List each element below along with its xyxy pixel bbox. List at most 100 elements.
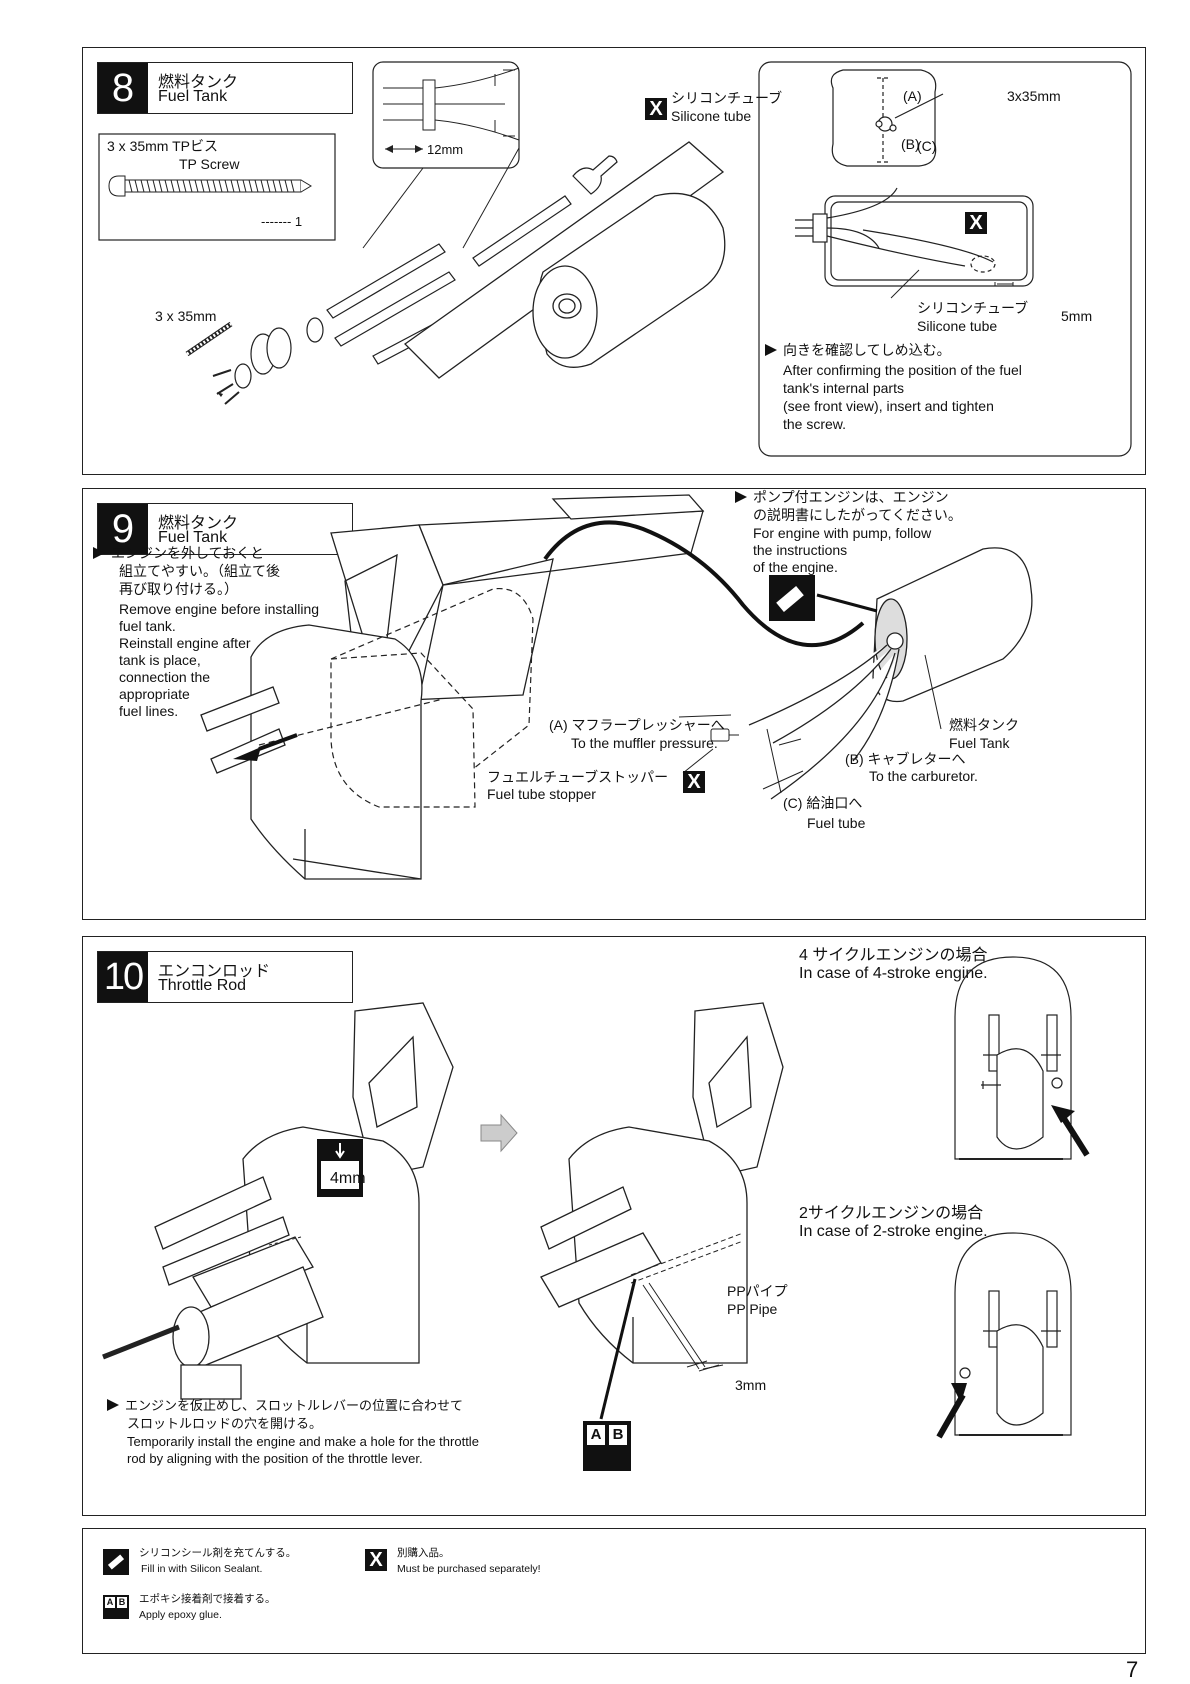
step8-front-screw: 3x35mm: [1007, 88, 1061, 104]
pointer-triangle-icon: [93, 547, 105, 559]
step9-remove-en-5: connection the: [119, 669, 211, 685]
silicon-sealant-icon: [769, 575, 815, 621]
step10-illustration: [102, 956, 1090, 1439]
front-view-icon: [830, 69, 944, 167]
long-screw-icon: [185, 321, 233, 357]
legend-epoxy-jp: エポキシ接着剤で接着する。: [139, 1593, 276, 1605]
step9-line-a-jp: (A) マフラープレッシャーへ: [549, 717, 725, 733]
legend-panel: シリコンシール剤を充てんする。 Fill in with Silicon Sea…: [82, 1528, 1146, 1654]
fuel-tank-icon: [403, 141, 726, 379]
purchase-separately-icon: X: [965, 212, 987, 234]
step10-two-jp: 2サイクルエンジンの場合: [799, 1205, 984, 1222]
step8-number: 8: [98, 63, 148, 113]
step10-title-en: Throttle Rod: [158, 977, 247, 994]
step8-illustration: [98, 61, 1132, 457]
step9-remove-jp-2: 組立てやすい。（組立て後: [119, 563, 280, 579]
step9-line-a-en: To the muffler pressure.: [571, 735, 718, 751]
step10-four-jp: 4 サイクルエンジンの場合: [799, 947, 988, 964]
step9-remove-jp-3: 再び取り付ける。）: [119, 581, 238, 597]
step9-remove-en-2: fuel tank.: [119, 618, 176, 634]
step9-pump-note-en-3: of the engine.: [753, 559, 838, 575]
page-number: 7: [1126, 1657, 1139, 1682]
step9-remove-en-1: Remove engine before installing: [119, 601, 320, 617]
step8-front-a: (A): [903, 88, 922, 104]
step10-pp-jp: PPパイプ: [727, 1283, 788, 1299]
tank-cap-icon: [234, 317, 324, 389]
step10-install-en-2: rod by aligning with the position of the…: [127, 1451, 423, 1466]
step10-four-en: In case of 4-stroke engine.: [799, 965, 988, 982]
step8-dim-12mm: 12mm: [427, 142, 464, 157]
step8-screw-qty: ------- 1: [261, 214, 303, 229]
step9-tank-jp: 燃料タンク: [949, 717, 1019, 733]
pointer-triangle-icon: [107, 1399, 119, 1411]
step9-header: 9 燃料タンク Fuel Tank: [97, 503, 353, 555]
step9-line-c-en: Fuel tube: [807, 815, 866, 831]
legend-epoxy-en: Apply epoxy glue.: [139, 1609, 222, 1621]
legend-silicon-en: Fill in with Silicon Sealant.: [141, 1563, 263, 1575]
step8-screw-label-en: TP Screw: [179, 156, 240, 172]
step8-panel: 8 燃料タンク Fuel Tank: [82, 47, 1146, 475]
step9-pump-note-jp-1: ポンプ付エンジンは、エンジン: [735, 489, 949, 506]
pointer-triangle-icon: [735, 491, 747, 503]
purchase-separately-icon: X: [683, 771, 705, 793]
step9-remove-jp-1: エンジンを外しておくと: [93, 545, 264, 562]
step10-install-en-1: Temporarily install the engine and make …: [127, 1434, 479, 1449]
step8-note-en-4: the screw.: [783, 416, 847, 432]
step8-screw-label: 3 x 35mm TPビス: [107, 138, 218, 154]
chassis-icon: [200, 494, 705, 880]
step8-title-jp: 燃料タンク: [158, 74, 239, 91]
step8-note-en-3: (see front view), insert and tighten: [783, 398, 994, 414]
legend-purchase-jp: 別購入品。: [397, 1547, 450, 1559]
step9-remove-en-4: tank is place,: [119, 652, 201, 668]
step9-stopper-en: Fuel tube stopper: [487, 786, 596, 802]
step10-pp-en: PP Pipe: [727, 1301, 778, 1317]
step10-install-jp-2: スロットルロッドの穴を開ける。: [127, 1416, 323, 1431]
step9-pump-note-jp-2: の説明書にしたがってください。: [753, 507, 962, 523]
next-step-arrow-icon: [480, 1113, 518, 1153]
step9-panel: 9 燃料タンク Fuel Tank: [82, 488, 1146, 920]
step9-line-b-jp: (B) キャブレターへ: [845, 751, 966, 767]
fuel-tank-icon: [748, 547, 1033, 800]
four-stroke-engine-icon: [954, 956, 1072, 1160]
step8-front-c: (C): [917, 138, 937, 154]
step10-two-en: In case of 2-stroke engine.: [799, 1223, 988, 1240]
step10-number: 10: [98, 952, 148, 1002]
step9-illustration: [200, 494, 1033, 880]
purchase-separately-icon: X: [645, 98, 667, 120]
silicon-sealant-icon: [103, 1549, 129, 1575]
step8-inner-silicone-jp: シリコンチューブ: [917, 300, 1029, 316]
step10-dim-3mm: 3mm: [735, 1377, 767, 1393]
step8-note-en-1: After confirming the position of the fue…: [783, 362, 1022, 378]
step8-screw-size: 3 x 35mm: [155, 308, 217, 324]
step9-pump-note-en-1: For engine with pump, follow: [753, 525, 932, 541]
step8-silicone-jp: シリコンチューブ: [671, 90, 783, 106]
purchase-separately-icon: X: [365, 1549, 387, 1571]
step10-header: 10 エンコンロッド Throttle Rod: [97, 951, 353, 1003]
tube-end-detail-icon: [383, 67, 520, 141]
step9-tank-en: Fuel Tank: [949, 735, 1010, 751]
step9-line-c-jp: (C) 給油口へ: [783, 795, 863, 811]
legend-silicon-jp: シリコンシール剤を充てんする。: [139, 1547, 297, 1559]
tank-section-icon: [795, 187, 1034, 287]
step9-title-en: Fuel Tank: [158, 529, 228, 546]
epoxy-glue-icon: A B: [583, 1421, 631, 1471]
step10-drill-size: 4mm: [330, 1170, 366, 1187]
step9-remove-en-7: fuel lines.: [119, 703, 179, 719]
step9-pump-note-en-2: the instructions: [753, 542, 848, 558]
step9-title-jp: 燃料タンク: [158, 515, 239, 532]
step9-remove-en-3: Reinstall engine after: [119, 635, 251, 651]
tp-screw-icon: [108, 175, 312, 197]
step8-title-en: Fuel Tank: [158, 88, 228, 105]
step10-title-jp: エンコンロッド: [158, 963, 271, 980]
step9-number: 9: [98, 504, 148, 554]
legend-purchase-en: Must be purchased separately!: [397, 1563, 541, 1575]
step9-line-b-en: To the carburetor.: [869, 768, 978, 784]
step8-header: 8 燃料タンク Fuel Tank: [97, 62, 353, 114]
pointer-triangle-icon: [765, 344, 777, 356]
chassis-with-engine-icon: [102, 1002, 454, 1400]
chassis-with-pp-pipe-icon: [540, 1002, 784, 1364]
step8-inner-silicone-en: Silicone tube: [917, 318, 998, 334]
step9-remove-en-6: appropriate: [119, 686, 190, 702]
step9-stopper-jp: フュエルチューブストッパー: [487, 769, 669, 785]
epoxy-glue-icon: A B: [103, 1595, 129, 1619]
